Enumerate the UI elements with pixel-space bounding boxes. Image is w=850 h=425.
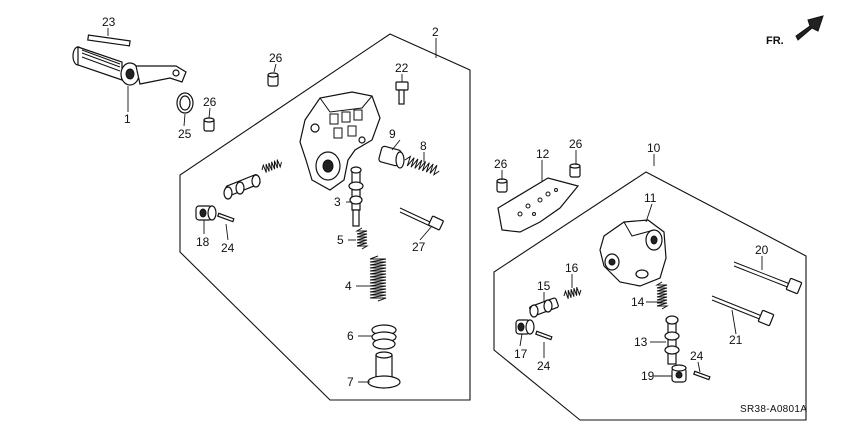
- callout-24-c: 24: [690, 349, 704, 363]
- callout-14: 14: [631, 295, 645, 309]
- sub-valve-body-group-outline: [493, 171, 807, 421]
- part-12-separator-plate: [497, 177, 580, 233]
- part-5-spring: [355, 227, 369, 250]
- part-13-valve: [664, 315, 680, 365]
- part-24-clip-c: [693, 370, 711, 381]
- callout-8: 8: [420, 139, 427, 153]
- part-15-valve: [529, 297, 559, 318]
- callout-23: 23: [102, 15, 116, 29]
- part-26-dowel-pin-c: [496, 178, 508, 193]
- part-23-pin: [87, 34, 131, 47]
- part-20-bolt: [733, 261, 803, 295]
- diagram-code: SR38-A0801A: [740, 404, 807, 415]
- part-4-spring: [369, 255, 387, 302]
- callout-19: 19: [641, 369, 655, 383]
- front-direction-label: FR.: [766, 35, 784, 47]
- main-small-spring: [261, 159, 282, 173]
- callout-26-b: 26: [203, 95, 217, 109]
- callout-18: 18: [196, 235, 210, 249]
- part-26-dowel-pin-b: [203, 117, 215, 132]
- part-3-valve: [348, 166, 364, 227]
- callout-10: 10: [647, 141, 661, 155]
- callout-5: 5: [337, 233, 344, 247]
- callout-6: 6: [347, 329, 354, 343]
- callout-24-a: 24: [221, 241, 235, 255]
- callout-2: 2: [432, 25, 439, 39]
- part-24-clip-b: [535, 330, 553, 341]
- part-25-o-ring: [176, 92, 194, 114]
- part-6-spring-seat: [371, 324, 397, 350]
- part-19-plug: [671, 364, 687, 383]
- part-2-main-valve-body: [299, 91, 381, 191]
- callout-27: 27: [412, 240, 426, 254]
- part-1-shift-shaft: [72, 46, 187, 86]
- part-22-bolt: [395, 81, 409, 105]
- part-24-clip-a: [217, 212, 235, 223]
- part-26-dowel-pin-d: [569, 163, 581, 178]
- callout-20: 20: [755, 243, 769, 257]
- callout-24-b: 24: [537, 359, 551, 373]
- part-8-spring: [404, 155, 440, 176]
- callout-4: 4: [345, 279, 352, 293]
- part-9-collar: [378, 145, 405, 169]
- leader-lines: [107, 28, 763, 383]
- part-21-bolt: [711, 295, 775, 327]
- callout-26-a: 26: [269, 51, 283, 65]
- callout-12: 12: [536, 147, 550, 161]
- callout-16: 16: [565, 261, 579, 275]
- callout-13: 13: [634, 335, 648, 349]
- part-26-dowel-pin-a: [267, 72, 279, 87]
- part-18-plug: [195, 205, 217, 221]
- main-valve-body-group-outline: [179, 33, 471, 401]
- callout-15: 15: [537, 279, 551, 293]
- callout-7: 7: [347, 375, 354, 389]
- part-17-plug: [515, 319, 535, 335]
- part-27-bolt: [399, 207, 444, 231]
- callout-17: 17: [514, 347, 528, 361]
- part-14-spring: [655, 281, 669, 310]
- part-11-sub-valve-body: [599, 219, 667, 287]
- callout-3: 3: [334, 195, 341, 209]
- callout-26-c: 26: [494, 157, 508, 171]
- callout-25: 25: [178, 127, 192, 141]
- part-16-spring: [563, 286, 582, 299]
- callout-26-d: 26: [569, 137, 583, 151]
- callout-1: 1: [124, 112, 131, 126]
- callout-21: 21: [729, 333, 743, 347]
- part-7-piston: [367, 351, 401, 389]
- main-spool-valve: [223, 173, 261, 200]
- front-direction-arrow-icon: [795, 15, 824, 41]
- callout-22: 22: [395, 61, 409, 75]
- callout-11: 11: [644, 191, 657, 205]
- callout-9: 9: [389, 127, 396, 141]
